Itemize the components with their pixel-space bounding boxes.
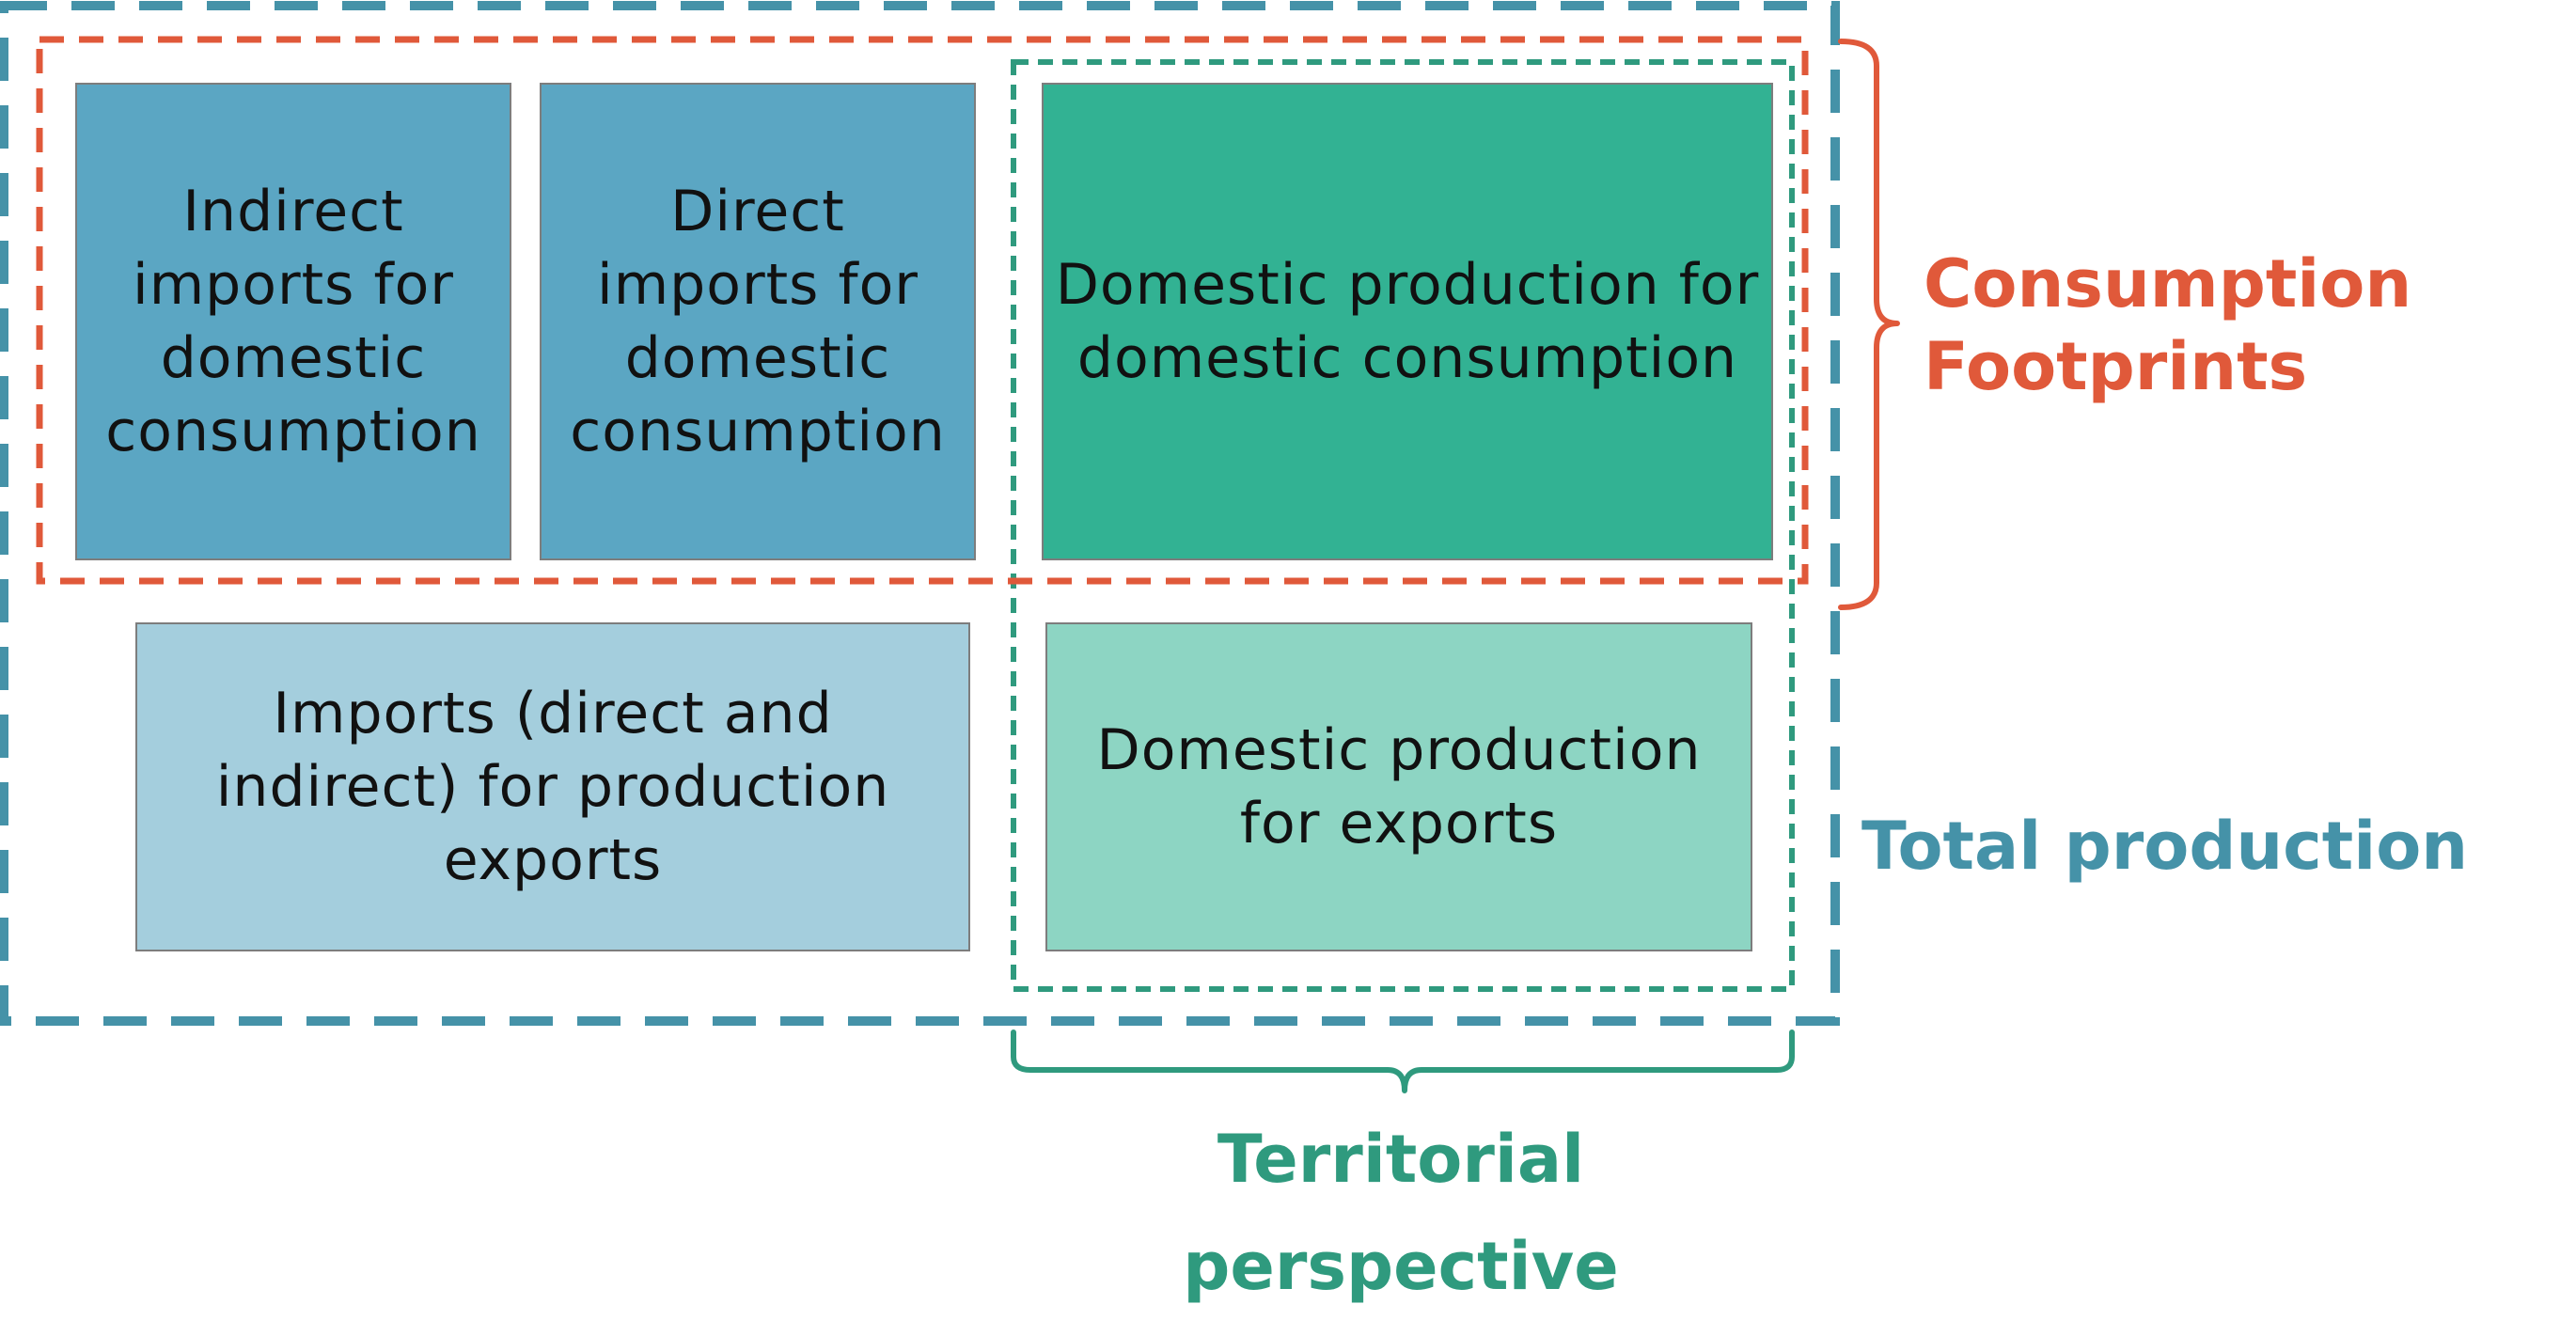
territorial-perspective-label: Territorial perspective <box>1183 1121 1619 1305</box>
consumption-footprints-label: Consumption Footprints <box>1924 245 2412 405</box>
territorial-bracket <box>1011 1029 1795 1093</box>
indirect-imports-text: Indirect imports for domestic consumptio… <box>105 179 481 464</box>
consumption-bracket <box>1838 39 1900 610</box>
indirect-imports-box: Indirect imports for domestic consumptio… <box>75 83 511 560</box>
total-production-label: Total production <box>1861 808 2469 885</box>
domestic-consumption-box: Domestic production for domestic consump… <box>1042 83 1773 560</box>
direct-imports-text: Direct imports for domestic consumption <box>570 179 946 464</box>
domestic-exports-box: Domestic production for exports <box>1045 622 1752 951</box>
imports-for-exports-text: Imports (direct and indirect) for produc… <box>215 681 890 893</box>
domestic-exports-text: Domestic production for exports <box>1096 717 1702 856</box>
direct-imports-box: Direct imports for domestic consumption <box>540 83 976 560</box>
domestic-consumption-text: Domestic production for domestic consump… <box>1055 252 1760 391</box>
imports-for-exports-box: Imports (direct and indirect) for produc… <box>135 622 970 951</box>
